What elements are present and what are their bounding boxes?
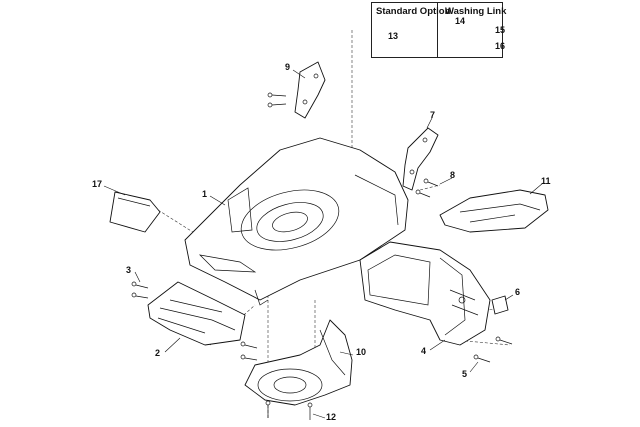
part-6-clip xyxy=(491,295,509,315)
callout-10: 10 xyxy=(356,347,367,357)
callout-4: 4 xyxy=(421,346,427,356)
callout-1: 1 xyxy=(202,189,208,199)
callout-12: 12 xyxy=(326,412,337,422)
callout-8: 8 xyxy=(450,170,456,180)
leader-lines xyxy=(103,69,544,419)
part-7-bracket xyxy=(402,127,439,191)
part-17-rear-flap xyxy=(109,191,161,233)
part-8-screws xyxy=(415,178,439,198)
part-10-cover xyxy=(244,319,353,406)
callout-7: 7 xyxy=(430,110,436,120)
part-11-rear-guard xyxy=(439,189,549,233)
legend-washing-link-heading: Washing Link xyxy=(445,6,507,17)
callout-14: 14 xyxy=(455,16,466,26)
callout-13: 13 xyxy=(388,31,399,41)
part-3-screws xyxy=(131,281,258,361)
part-9-bracket xyxy=(294,61,326,119)
part-4-grass-chute xyxy=(359,241,491,346)
callout-3: 3 xyxy=(126,265,132,275)
legend-divider xyxy=(437,3,438,57)
part-12-screws xyxy=(265,400,313,420)
part-1-deck xyxy=(184,137,409,306)
callout-5: 5 xyxy=(462,369,468,379)
callout-9: 9 xyxy=(285,62,291,72)
callout-15: 15 xyxy=(495,25,506,35)
callout-11: 11 xyxy=(541,176,551,186)
part-9-screws xyxy=(267,92,287,108)
callout-16: 16 xyxy=(495,41,506,51)
part-5-screws xyxy=(473,336,513,363)
legend-box: Standard Option Washing Link xyxy=(371,2,507,58)
part-2-front-skirt xyxy=(147,281,246,346)
callout-17: 17 xyxy=(92,179,103,189)
callout-6: 6 xyxy=(515,287,521,297)
callout-2: 2 xyxy=(155,348,161,358)
legend-standard-option-heading: Standard Option xyxy=(376,6,451,17)
